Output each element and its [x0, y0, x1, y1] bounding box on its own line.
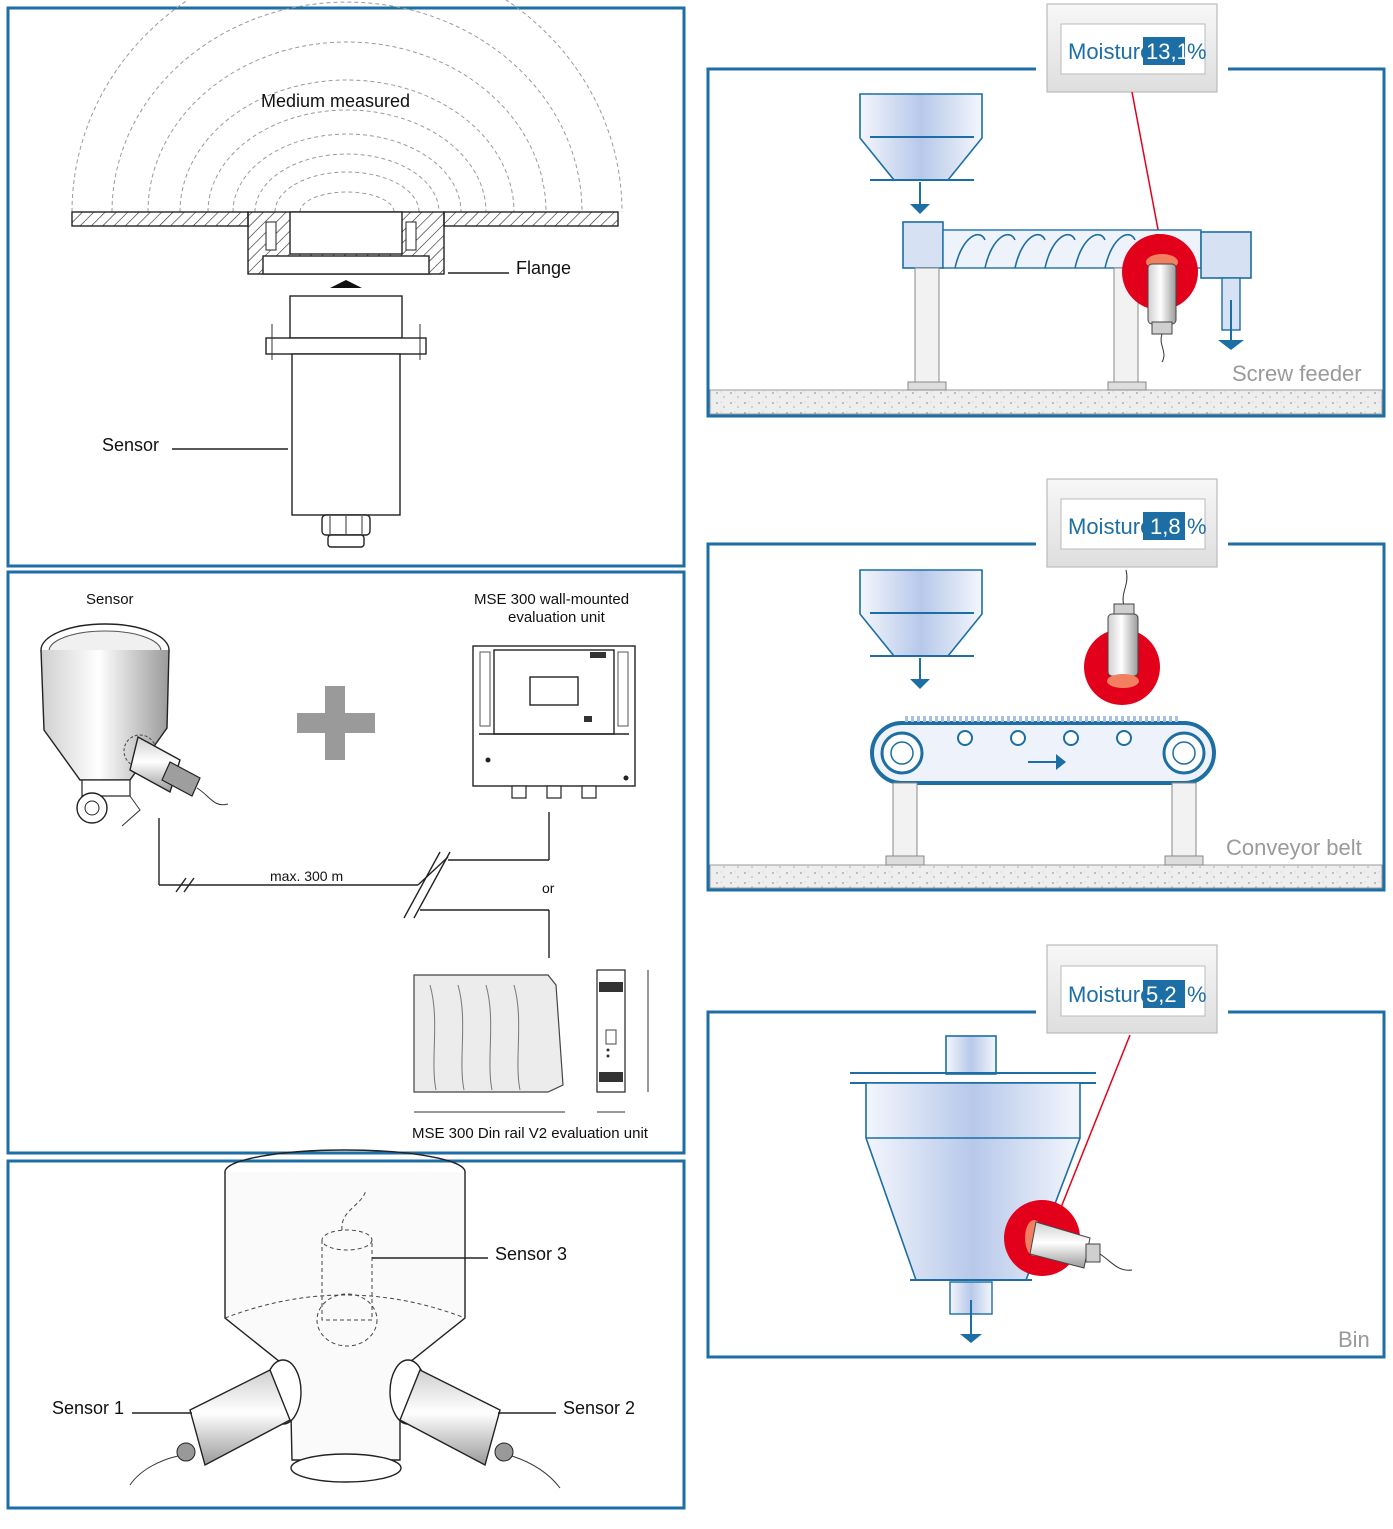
insert-arrow-icon [330, 280, 362, 288]
bin-display-value: 5,2 [1146, 982, 1177, 1007]
conveyor-belt-display-label: Moisture [1068, 514, 1152, 539]
flange-panel: Medium measured Flange [6, 0, 686, 568]
conveyor-belt-sensor [1084, 569, 1160, 705]
sensor1-label: Sensor 1 [52, 1398, 124, 1418]
bin-vessel [850, 1035, 1096, 1343]
wall-plate-right [443, 211, 619, 227]
bin-display: Moisture 5,2 % [1046, 944, 1218, 1034]
flange-panel-frame [6, 6, 686, 568]
medium-measured-label: Medium measured [261, 91, 410, 111]
conveyor-belt [870, 716, 1216, 866]
bin-panel: Moisture 5,2 % Bin [706, 944, 1386, 1359]
screw-feeder-frame [706, 67, 1386, 418]
screw-feeder-display-label: Moisture [1068, 39, 1152, 64]
bin-caption: Bin [1338, 1327, 1370, 1352]
plus-icon [297, 686, 375, 760]
flange-label: Flange [516, 258, 571, 278]
screw-feeder-ground [709, 389, 1383, 415]
screw-feeder-panel: Moisture 13,1 % [706, 3, 1386, 418]
screw-conveyor [902, 221, 1252, 391]
max-distance-label: max. 300 m [270, 868, 343, 884]
conveyor-belt-frame [706, 542, 1386, 892]
wall-plate-left [71, 211, 249, 227]
bin-display-unit: % [1187, 982, 1207, 1007]
bin-frame [706, 1010, 1386, 1359]
screw-feeder-display-unit: % [1187, 39, 1207, 64]
screw-feeder-display-value: 13,1 [1146, 39, 1189, 64]
vessel-drawing [129, 1149, 561, 1489]
system-sensor-label: Sensor [86, 591, 134, 608]
din-unit-label: MSE 300 Din rail V2 evaluation unit [412, 1125, 649, 1142]
or-label: or [542, 880, 555, 896]
flange-sensor-label: Sensor [102, 435, 159, 455]
conveyor-belt-hopper [859, 569, 983, 689]
sensor3-label: Sensor 3 [495, 1244, 567, 1264]
wall-unit-label-line1: MSE 300 wall-mounted [474, 591, 629, 608]
wall-unit-label-line2: evaluation unit [508, 609, 606, 626]
conveyor-belt-display: Moisture 1,8 % [1046, 478, 1218, 568]
sensor2-label: Sensor 2 [563, 1398, 635, 1418]
screw-feeder-caption: Screw feeder [1232, 361, 1362, 386]
screw-feeder-sensor [1122, 234, 1198, 363]
bin-display-label: Moisture [1068, 982, 1152, 1007]
conveyor-belt-panel: Moisture 1,8 % [706, 478, 1386, 892]
bin-sensor [1004, 1200, 1133, 1276]
wall-mounted-unit [472, 645, 636, 799]
din-rail-unit [413, 969, 649, 1113]
conveyor-belt-caption: Conveyor belt [1226, 835, 1362, 860]
conveyor-belt-display-value: 1,8 [1150, 514, 1181, 539]
screw-feeder-hopper [859, 93, 983, 214]
multi-sensor-panel-frame [6, 1159, 686, 1510]
conveyor-belt-display-unit: % [1187, 514, 1207, 539]
cable-connection [158, 812, 550, 958]
system-panel-frame [6, 570, 686, 1155]
flange-sensor [265, 295, 427, 548]
multi-sensor-panel: Sensor 3 Sensor 1 Sensor 2 [6, 1149, 686, 1510]
screw-feeder-display: Moisture 13,1 % [1046, 3, 1218, 93]
hopper-with-sensor [40, 623, 229, 827]
system-panel: Sensor MSE 300 wall-mounted evaluation u… [6, 570, 686, 1155]
flange [247, 211, 445, 275]
measurement-field-arcs [71, 0, 623, 213]
conveyor-belt-ground [709, 864, 1383, 889]
